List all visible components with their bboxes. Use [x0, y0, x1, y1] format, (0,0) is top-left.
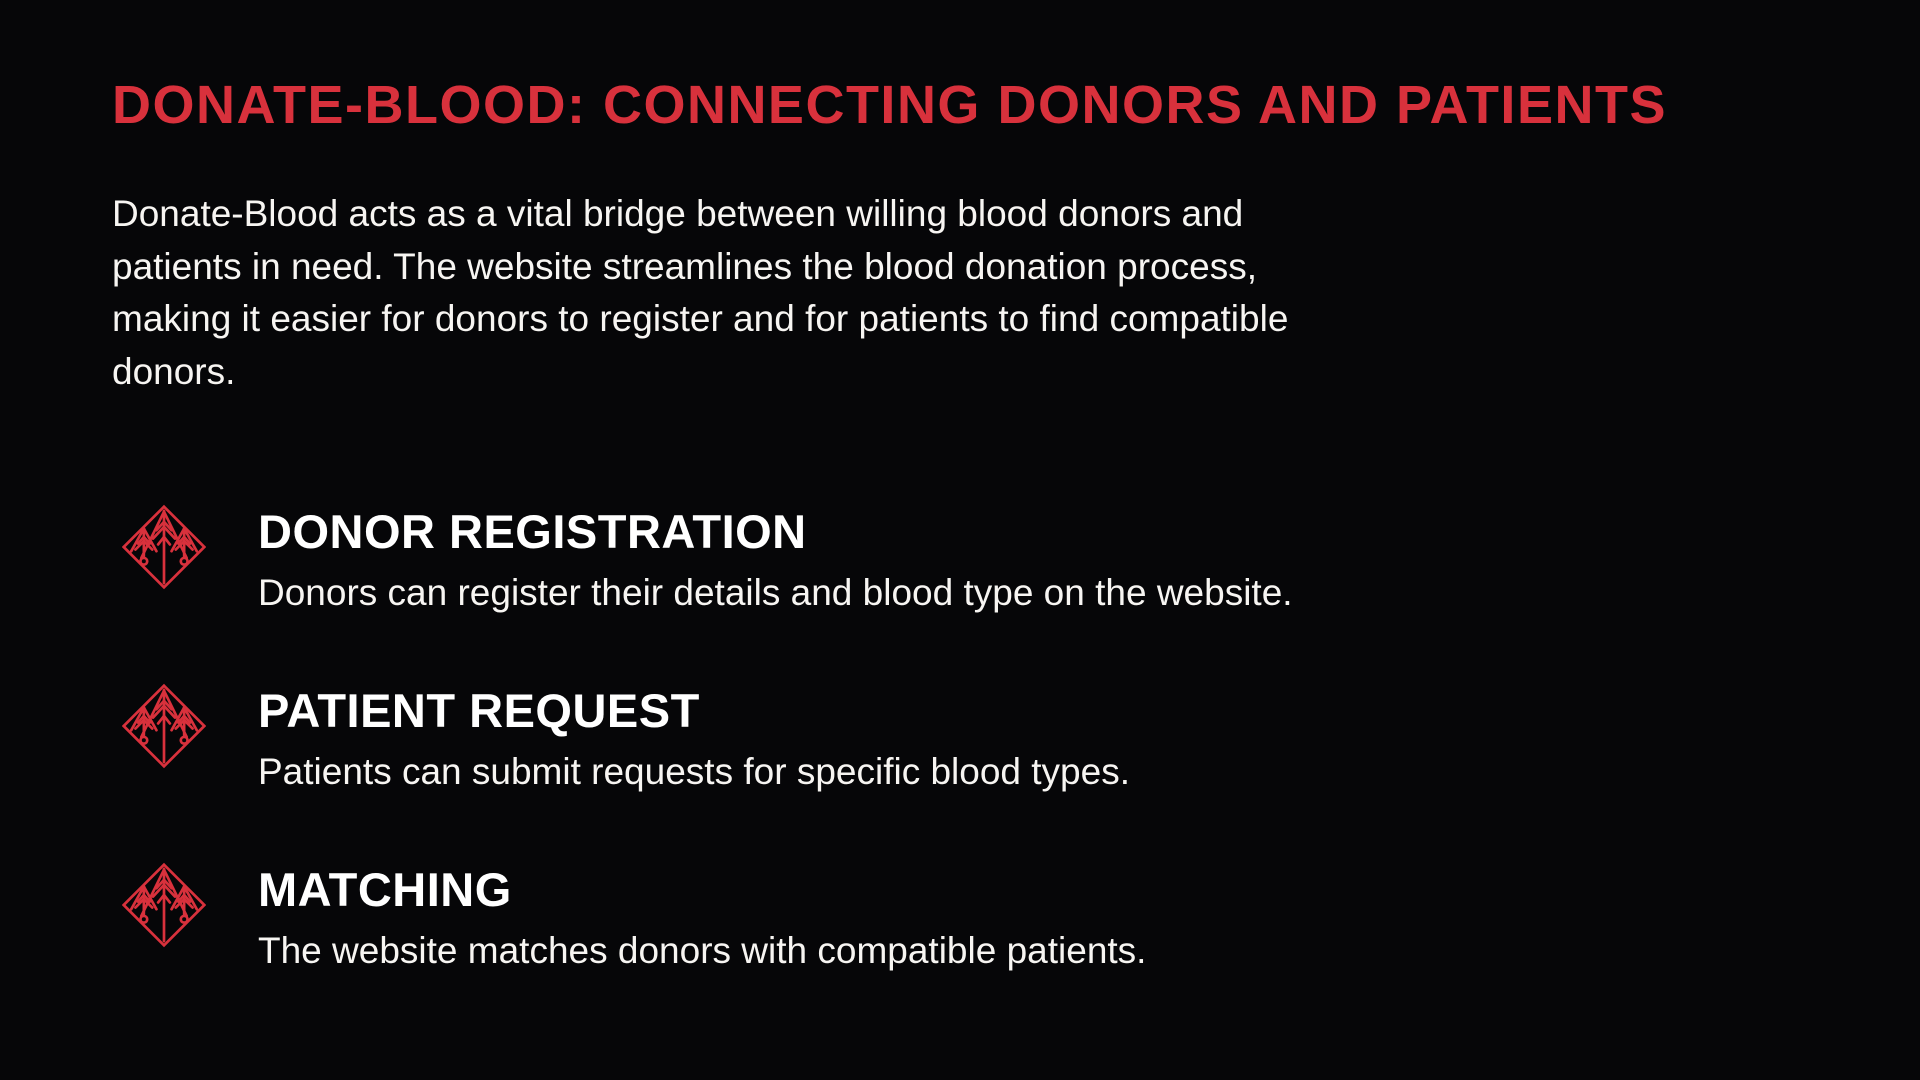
diamond-pine-trees-icon: [122, 681, 206, 771]
diamond-pine-trees-icon: [122, 502, 206, 592]
feature-title: PATIENT REQUEST: [258, 684, 700, 738]
feature-description: Donors can register their details and bl…: [258, 571, 1293, 613]
feature-item-donor-registration: DONOR REGISTRATION Donors can register t…: [122, 504, 1840, 615]
page-title: DONATE-BLOOD: CONNECTING DONORS AND PATI…: [112, 75, 1667, 135]
feature-title: MATCHING: [258, 863, 512, 917]
feature-description: The website matches donors with compatib…: [258, 929, 1147, 971]
feature-item-patient-request: PATIENT REQUEST Patients can submit requ…: [122, 683, 1840, 794]
feature-list: DONOR REGISTRATION Donors can register t…: [112, 504, 1840, 973]
feature-text: MATCHING The website matches donors with…: [258, 864, 1146, 973]
feature-text: DONOR REGISTRATION Donors can register t…: [258, 505, 1293, 615]
intro-paragraph: Donate-Blood acts as a vital bridge betw…: [112, 193, 1289, 392]
diamond-pine-trees-icon: [122, 860, 206, 950]
feature-description: Patients can submit requests for specifi…: [258, 750, 1130, 792]
feature-title: DONOR REGISTRATION: [258, 505, 807, 559]
feature-text: PATIENT REQUEST Patients can submit requ…: [258, 685, 1130, 794]
feature-item-matching: MATCHING The website matches donors with…: [122, 862, 1840, 973]
